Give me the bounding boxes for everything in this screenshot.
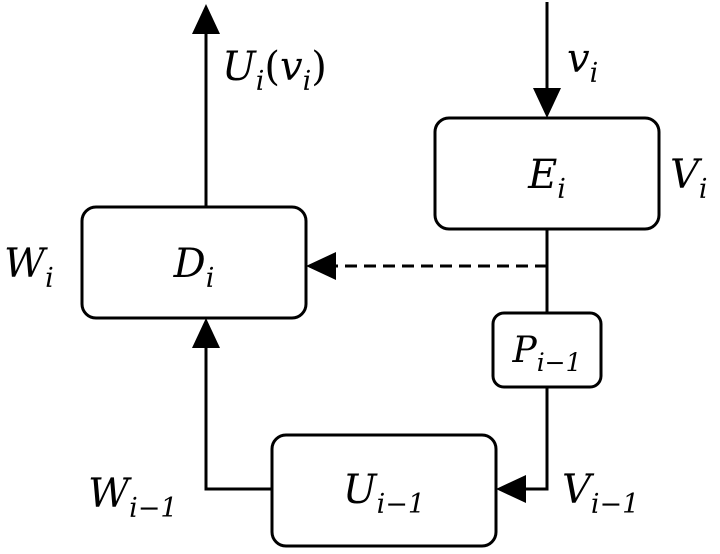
predictor-label: Pi−1	[511, 330, 581, 377]
v-prev-label: Vi−1	[562, 467, 639, 520]
encoder-block	[433, 116, 661, 231]
v-prev-label-base: V	[562, 467, 595, 513]
v-i-label-base: V	[670, 152, 703, 198]
decoder-input-arrow-head	[192, 318, 220, 348]
output-label-sub: i	[256, 66, 265, 97]
update-to-decoder-line	[204, 344, 272, 491]
update-label-base: U	[343, 467, 378, 513]
encoder-label-base: E	[527, 152, 557, 198]
predictor-label-sub: i−1	[537, 348, 582, 377]
decoder-label: Di	[173, 241, 215, 294]
v-prev-label-sub: i−1	[591, 489, 639, 520]
update-label: Ui−1	[343, 467, 425, 520]
predictor-block	[491, 311, 603, 389]
output-label-base: U	[222, 44, 257, 90]
w-i-label-sub: i	[45, 263, 54, 294]
w-prev-label-sub: i−1	[129, 493, 177, 524]
input-label-sub: i	[590, 58, 599, 89]
w-i-label-base: W	[4, 241, 48, 287]
predictor-label-base: P	[511, 330, 537, 371]
w-i-label: Wi	[4, 241, 54, 294]
w-prev-label: Wi−1	[88, 471, 178, 524]
output-label: Ui(vi)	[222, 44, 327, 97]
input-arrow-head	[533, 88, 561, 118]
output-arrow-head	[192, 4, 220, 34]
input-label-base: v	[567, 36, 590, 82]
decoder-label-base: D	[173, 241, 206, 287]
encoder-label: Ei	[527, 152, 566, 205]
output-label-close: )	[311, 44, 327, 90]
decoder-block	[80, 205, 308, 320]
predictor-to-update-line	[524, 388, 549, 491]
output-label-arg-sub: i	[303, 66, 312, 97]
w-prev-label-base: W	[88, 471, 132, 517]
encoder-label-sub: i	[557, 174, 566, 205]
v-i-label: Vi	[670, 152, 708, 205]
output-label-arg-base: v	[280, 44, 303, 90]
decoder-label-sub: i	[206, 263, 215, 294]
dashed-arrow-head	[306, 252, 336, 280]
update-block	[270, 433, 498, 548]
v-i-label-sub: i	[699, 174, 708, 205]
update-label-sub: i−1	[377, 489, 425, 520]
update-input-arrow-head	[496, 475, 526, 503]
input-label: vi	[567, 36, 598, 89]
output-label-open: (	[264, 44, 280, 90]
